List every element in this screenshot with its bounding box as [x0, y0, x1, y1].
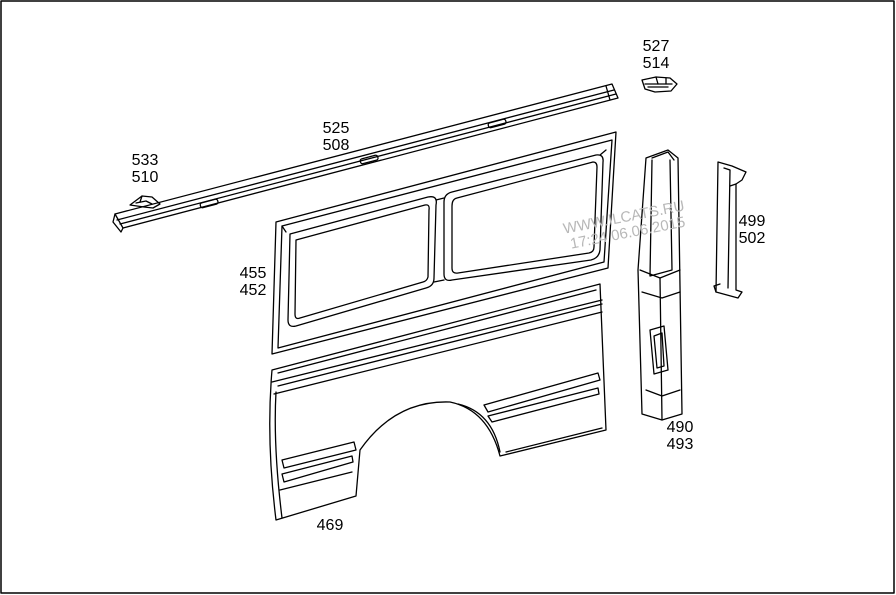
part-number: 510	[131, 169, 159, 186]
part-number: 502	[738, 230, 766, 247]
part-number: 469	[316, 517, 344, 534]
callout-533-510: 533 510	[128, 152, 162, 186]
roof-rail-part	[112, 83, 619, 233]
window-panel-part	[271, 131, 617, 355]
part-number: 533	[131, 152, 159, 169]
part-number: 525	[322, 120, 350, 137]
rear-pillar-part	[637, 149, 683, 421]
callout-527-514: 527 514	[639, 38, 673, 72]
part-number: 493	[666, 436, 694, 453]
callout-469: 469	[313, 517, 347, 534]
part-number: 490	[666, 419, 694, 436]
callout-525-508: 525 508	[319, 120, 353, 154]
side-bracket-part	[713, 161, 747, 299]
part-number: 508	[322, 137, 350, 154]
part-number: 514	[642, 55, 670, 72]
roof-clip-part	[641, 76, 678, 93]
rail-end-bracket-part	[129, 195, 161, 209]
callout-490-493: 490 493	[663, 419, 697, 453]
part-number: 455	[239, 265, 267, 282]
callout-499-502: 499 502	[735, 213, 769, 247]
part-number: 527	[642, 38, 670, 55]
part-number: 452	[239, 282, 267, 299]
callout-455-452: 455 452	[236, 265, 270, 299]
part-number: 499	[738, 213, 766, 230]
lower-side-panel-part	[269, 283, 607, 521]
